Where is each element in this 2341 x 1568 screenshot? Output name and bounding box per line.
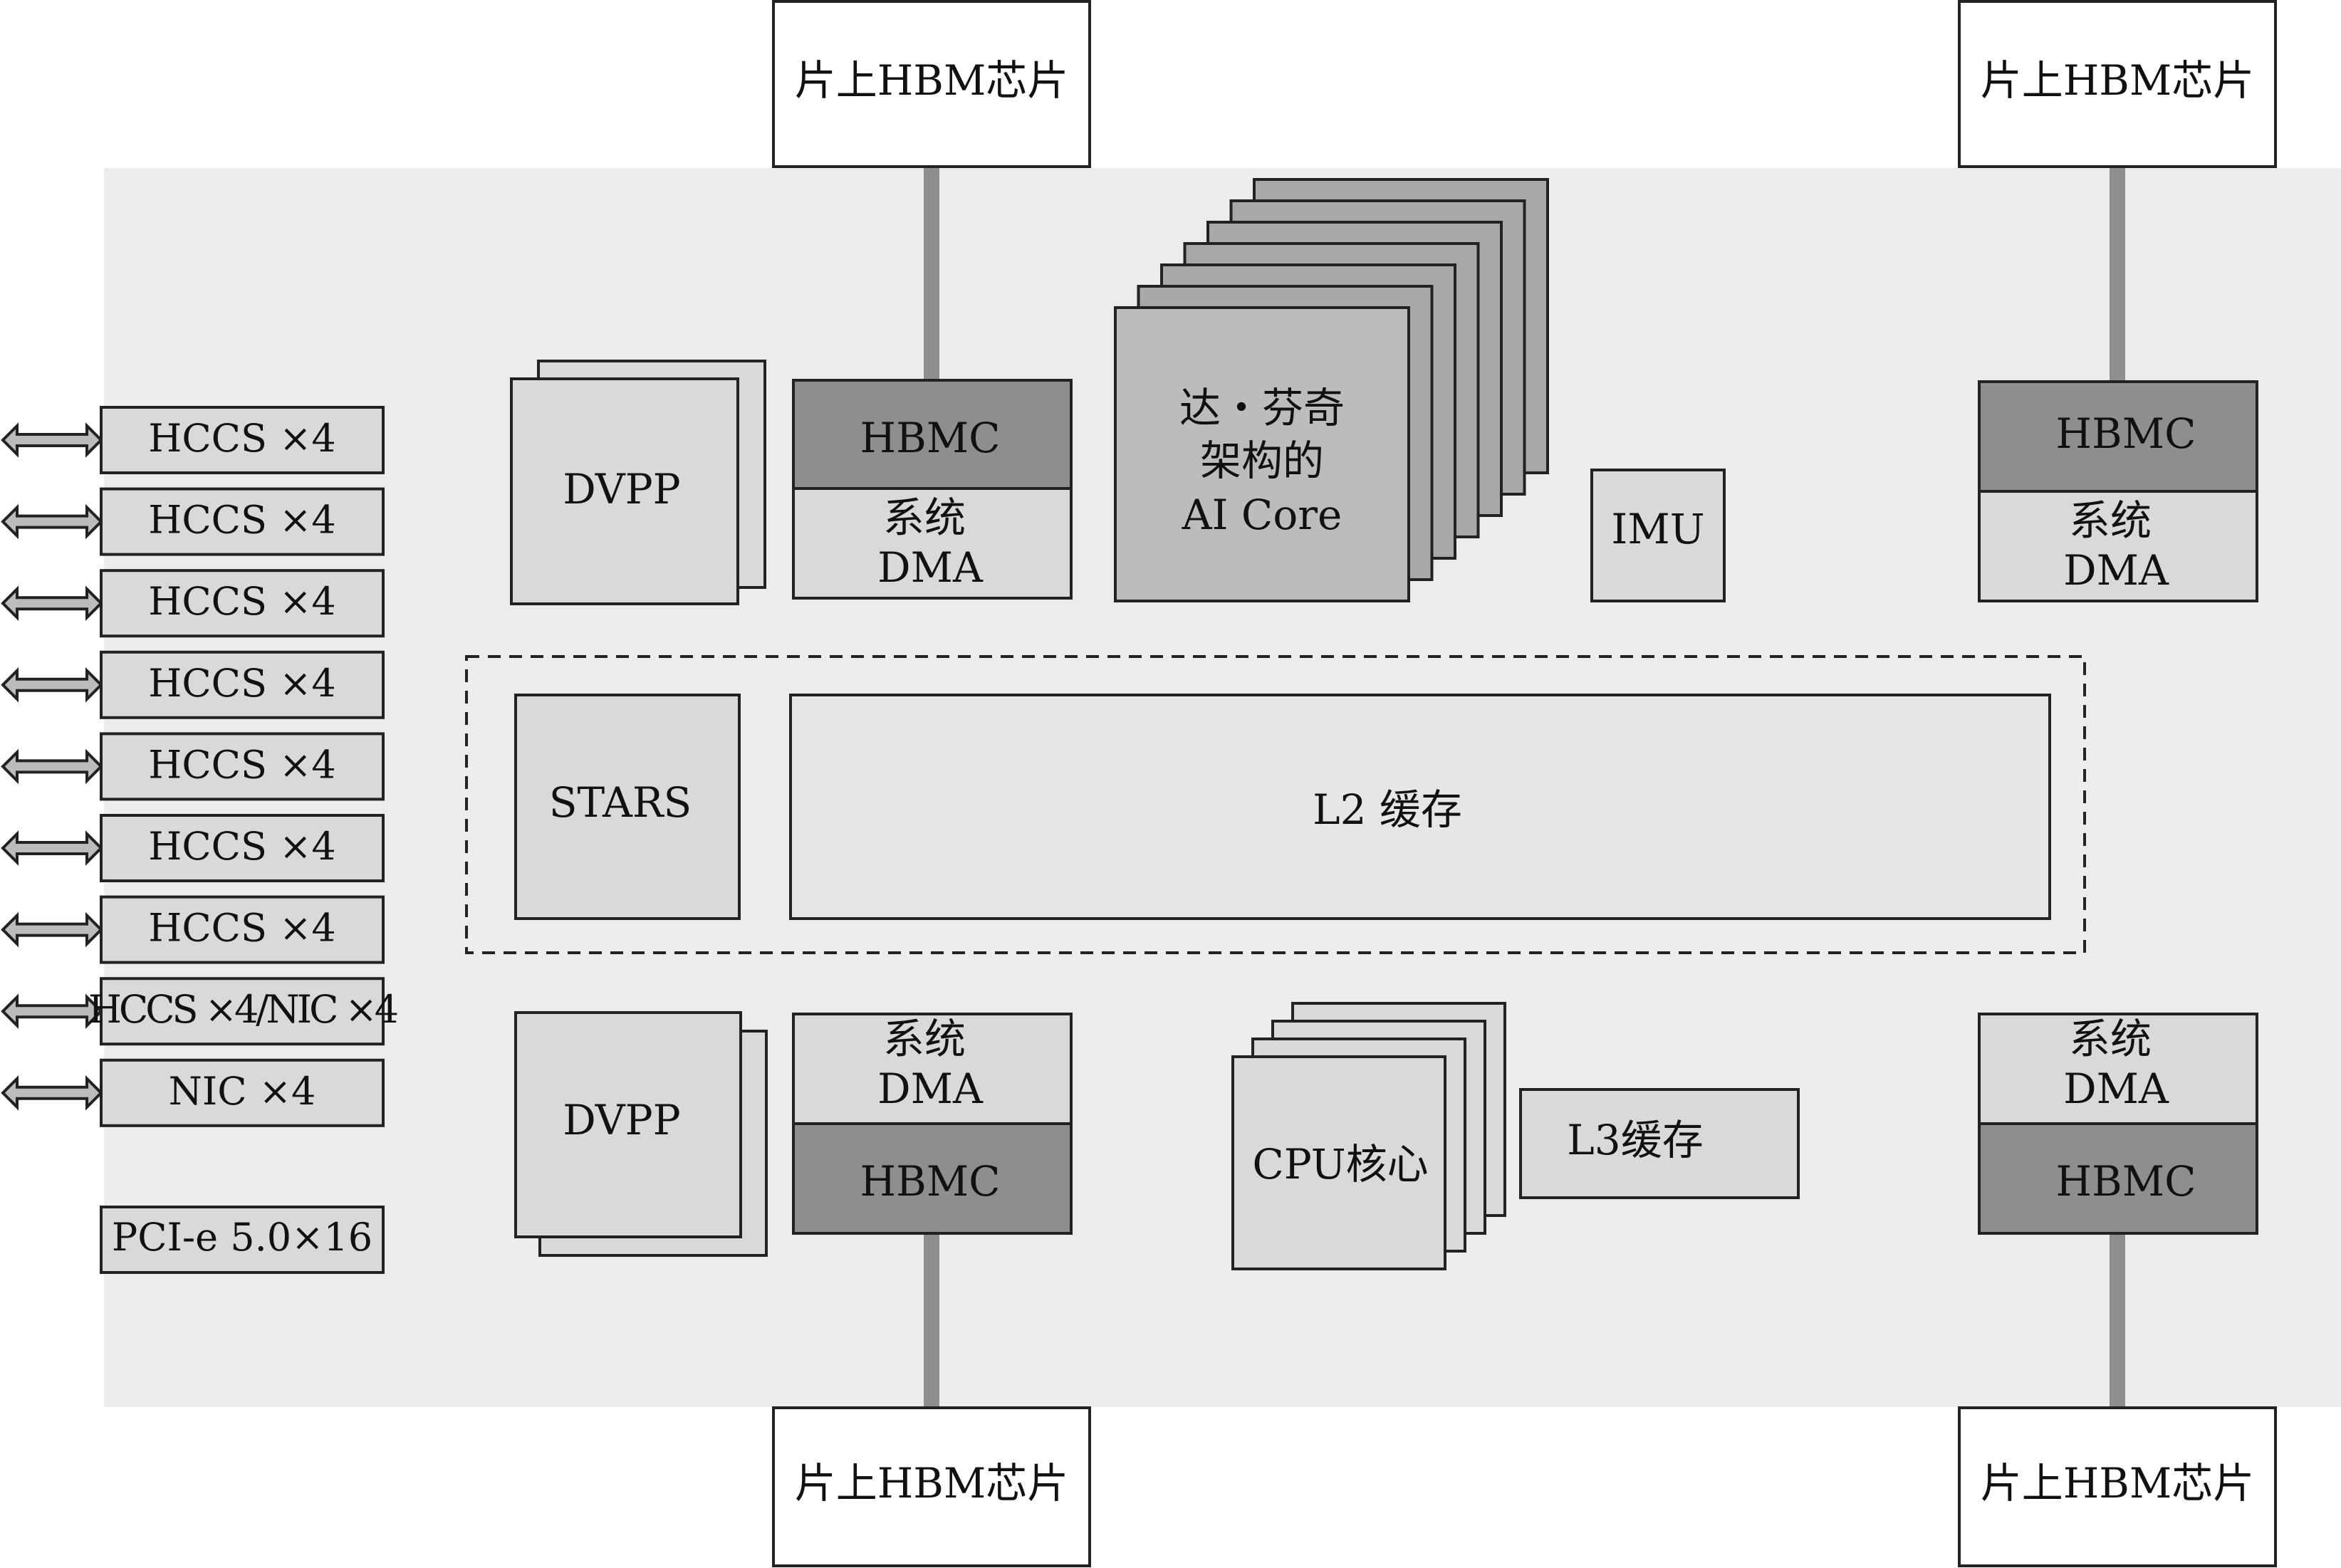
dma-block — [1978, 490, 2258, 602]
port-box: HCCS ×4 — [100, 487, 385, 556]
port-box: HCCS ×4 — [100, 650, 385, 719]
ai-core-label-line2: 架构的 — [1200, 437, 1324, 485]
dma-block — [792, 487, 1073, 600]
hbm-chip-top-right: 片上HBM芯片 — [1958, 0, 2277, 168]
l2-region-dashed-border — [465, 655, 2086, 954]
dma-label-line2: DMA — [2063, 546, 2169, 595]
double-arrow-icon — [1, 503, 103, 540]
l2-cache-label: L2 缓存 — [1313, 785, 1462, 834]
port-label: HCCS ×4 — [148, 661, 336, 706]
port-box: NIC ×4 — [100, 1058, 385, 1127]
dvpp-top: DVPP — [510, 360, 766, 605]
dvpp-bottom-label: DVPP — [563, 1096, 680, 1144]
cpu-core-front: CPU核心 — [1231, 1055, 1446, 1270]
stars-label: STARS — [549, 778, 692, 827]
dvpp-top-front-layer — [510, 377, 739, 605]
cpu-core-front-layer — [1231, 1055, 1446, 1270]
port-box: HCCS ×4 — [100, 895, 385, 964]
hbm-chip-bottom-left: 片上HBM芯片 — [772, 1406, 1091, 1567]
dma-label-line2: DMA — [877, 1065, 984, 1113]
pcie-label: PCI-e 5.0×16 — [112, 1215, 372, 1260]
pcie-box: PCI-e 5.0×16 — [100, 1206, 385, 1274]
hbm-chip-label: 片上HBM芯片 — [1981, 56, 2255, 105]
cpu-core-label: CPU核心 — [1252, 1140, 1428, 1188]
hbmc-block — [1978, 380, 2258, 493]
dma-label-line1: 系统 — [883, 1015, 966, 1063]
hbmc-dma-top-right: HBMC 系统 DMA — [1978, 380, 2258, 602]
dma-block — [1978, 1013, 2258, 1125]
double-arrow-icon — [1, 667, 103, 703]
dma-hbmc-bottom-right: 系统 DMA HBMC — [1978, 1013, 2258, 1235]
port-label: HCCS ×4 — [148, 416, 336, 461]
hbmc-block — [1978, 1122, 2258, 1235]
double-arrow-icon — [1, 1075, 103, 1111]
port-box: HCCS ×4 — [100, 732, 385, 801]
connector-bottom-right — [2110, 1233, 2125, 1409]
hbmc-dma-top-left: HBMC 系统 DMA — [792, 379, 1073, 600]
hbmc-block — [792, 1122, 1073, 1235]
hbmc-label: HBMC — [2056, 1157, 2196, 1206]
port-box: HCCS ×4 — [100, 569, 385, 638]
dvpp-bottom: DVPP — [514, 1011, 768, 1257]
dma-block — [792, 1013, 1073, 1125]
hbmc-label: HBMC — [2056, 409, 2196, 458]
imu-label: IMU — [1611, 505, 1704, 553]
port-label: HCCS ×4 — [148, 742, 336, 787]
port-label: HCCS ×4 — [148, 579, 336, 624]
hbmc-label: HBMC — [860, 414, 1001, 462]
stars-block: STARS — [514, 694, 741, 920]
l2-cache-block: L2 缓存 — [789, 694, 2051, 920]
imu-block: IMU — [1590, 469, 1726, 602]
hbm-chip-top-left: 片上HBM芯片 — [772, 0, 1091, 168]
port-arrows — [1, 422, 103, 1111]
connector-top-right — [2110, 165, 2125, 382]
dma-label-line1: 系统 — [2069, 1015, 2152, 1063]
port-box: HCCS ×4 — [100, 406, 385, 474]
ai-core-front-layer — [1114, 306, 1410, 602]
port-box: HCCS ×4 — [100, 814, 385, 882]
dvpp-top-label: DVPP — [563, 465, 680, 513]
dma-label-line1: 系统 — [883, 493, 966, 542]
port-label: HCCS ×4 — [148, 498, 336, 543]
port-label: NIC ×4 — [169, 1069, 316, 1114]
double-arrow-icon — [1, 585, 103, 622]
port-box: HCCS ×4/NIC ×4 — [88, 977, 400, 1046]
connector-bottom-left — [924, 1233, 939, 1409]
port-list: HCCS ×4 HCCS ×4 HCCS ×4 HCCS ×4 HCCS ×4 HCCS … — [88, 406, 400, 1127]
ai-core-label-line1: 达・芬奇 — [1179, 384, 1345, 432]
double-arrow-icon — [1, 830, 103, 866]
dma-label-line2: DMA — [877, 543, 984, 592]
port-label: HCCS ×4 — [148, 906, 336, 951]
dma-label-line1: 系统 — [2069, 496, 2152, 545]
connector-top-left — [924, 165, 939, 380]
double-arrow-icon — [1, 422, 103, 458]
dma-hbmc-bottom-left: 系统 DMA HBMC — [792, 1013, 1073, 1235]
double-arrow-icon — [1, 993, 103, 1030]
hbmc-block — [792, 379, 1073, 490]
double-arrow-icon — [1, 748, 103, 785]
hbm-chip-label: 片上HBM芯片 — [795, 56, 1069, 105]
hbm-chip-label: 片上HBM芯片 — [795, 1459, 1069, 1507]
hbm-chip-label: 片上HBM芯片 — [1981, 1459, 2255, 1507]
double-arrow-icon — [1, 911, 103, 948]
l3-cache-block: L3缓存 — [1519, 1088, 1800, 1199]
dvpp-bottom-front-layer — [514, 1011, 742, 1238]
port-label: HCCS ×4 — [148, 824, 336, 869]
port-label: HCCS ×4/NIC ×4 — [88, 987, 397, 1032]
l3-cache-label: L3缓存 — [1567, 1116, 1703, 1164]
hbmc-label: HBMC — [860, 1157, 1001, 1206]
ai-core-front: 达・芬奇 架构的 AI Core — [1114, 306, 1410, 602]
dma-label-line2: DMA — [2063, 1065, 2169, 1113]
hbm-chip-bottom-right: 片上HBM芯片 — [1958, 1406, 2277, 1567]
ai-core-label-line3: AI Core — [1182, 491, 1342, 539]
